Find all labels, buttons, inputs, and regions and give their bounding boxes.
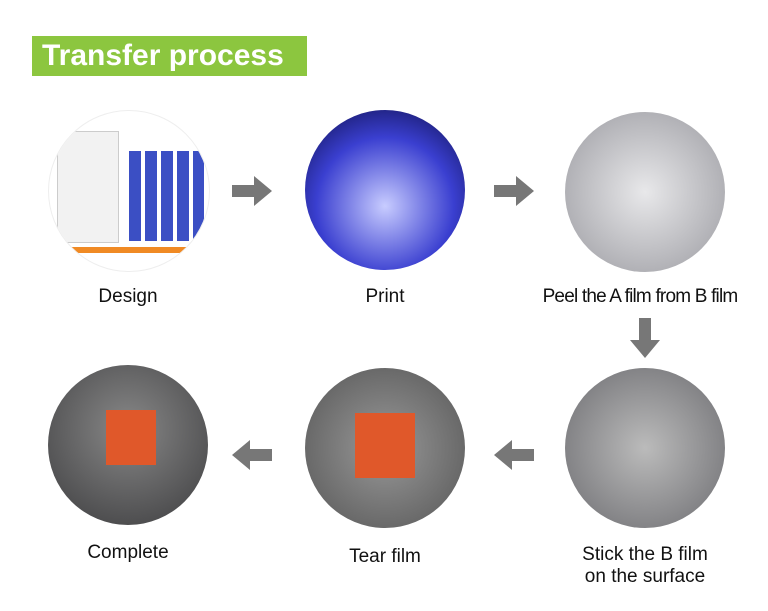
step-label-stick: Stick the B film on the surface: [582, 544, 708, 587]
arrow-down-icon: [630, 318, 660, 358]
peel-image: [565, 112, 725, 272]
step-label-complete: Complete: [87, 542, 169, 563]
arrow-right-icon: [494, 176, 534, 206]
arrow-right-icon: [232, 176, 272, 206]
page-title: Transfer process: [32, 36, 307, 76]
step-label-design: Design: [98, 286, 158, 307]
tear-film-image: [305, 368, 465, 528]
step-label-print: Print: [365, 286, 405, 307]
step-label-tear: Tear film: [349, 546, 421, 567]
complete-image: [48, 365, 208, 525]
print-image: [305, 110, 465, 270]
stick-image: [565, 368, 725, 528]
arrow-left-icon: [494, 440, 534, 470]
design-image: [48, 110, 210, 272]
arrow-left-icon: [232, 440, 272, 470]
step-label-peel: Peel the A film from B film: [542, 286, 739, 307]
